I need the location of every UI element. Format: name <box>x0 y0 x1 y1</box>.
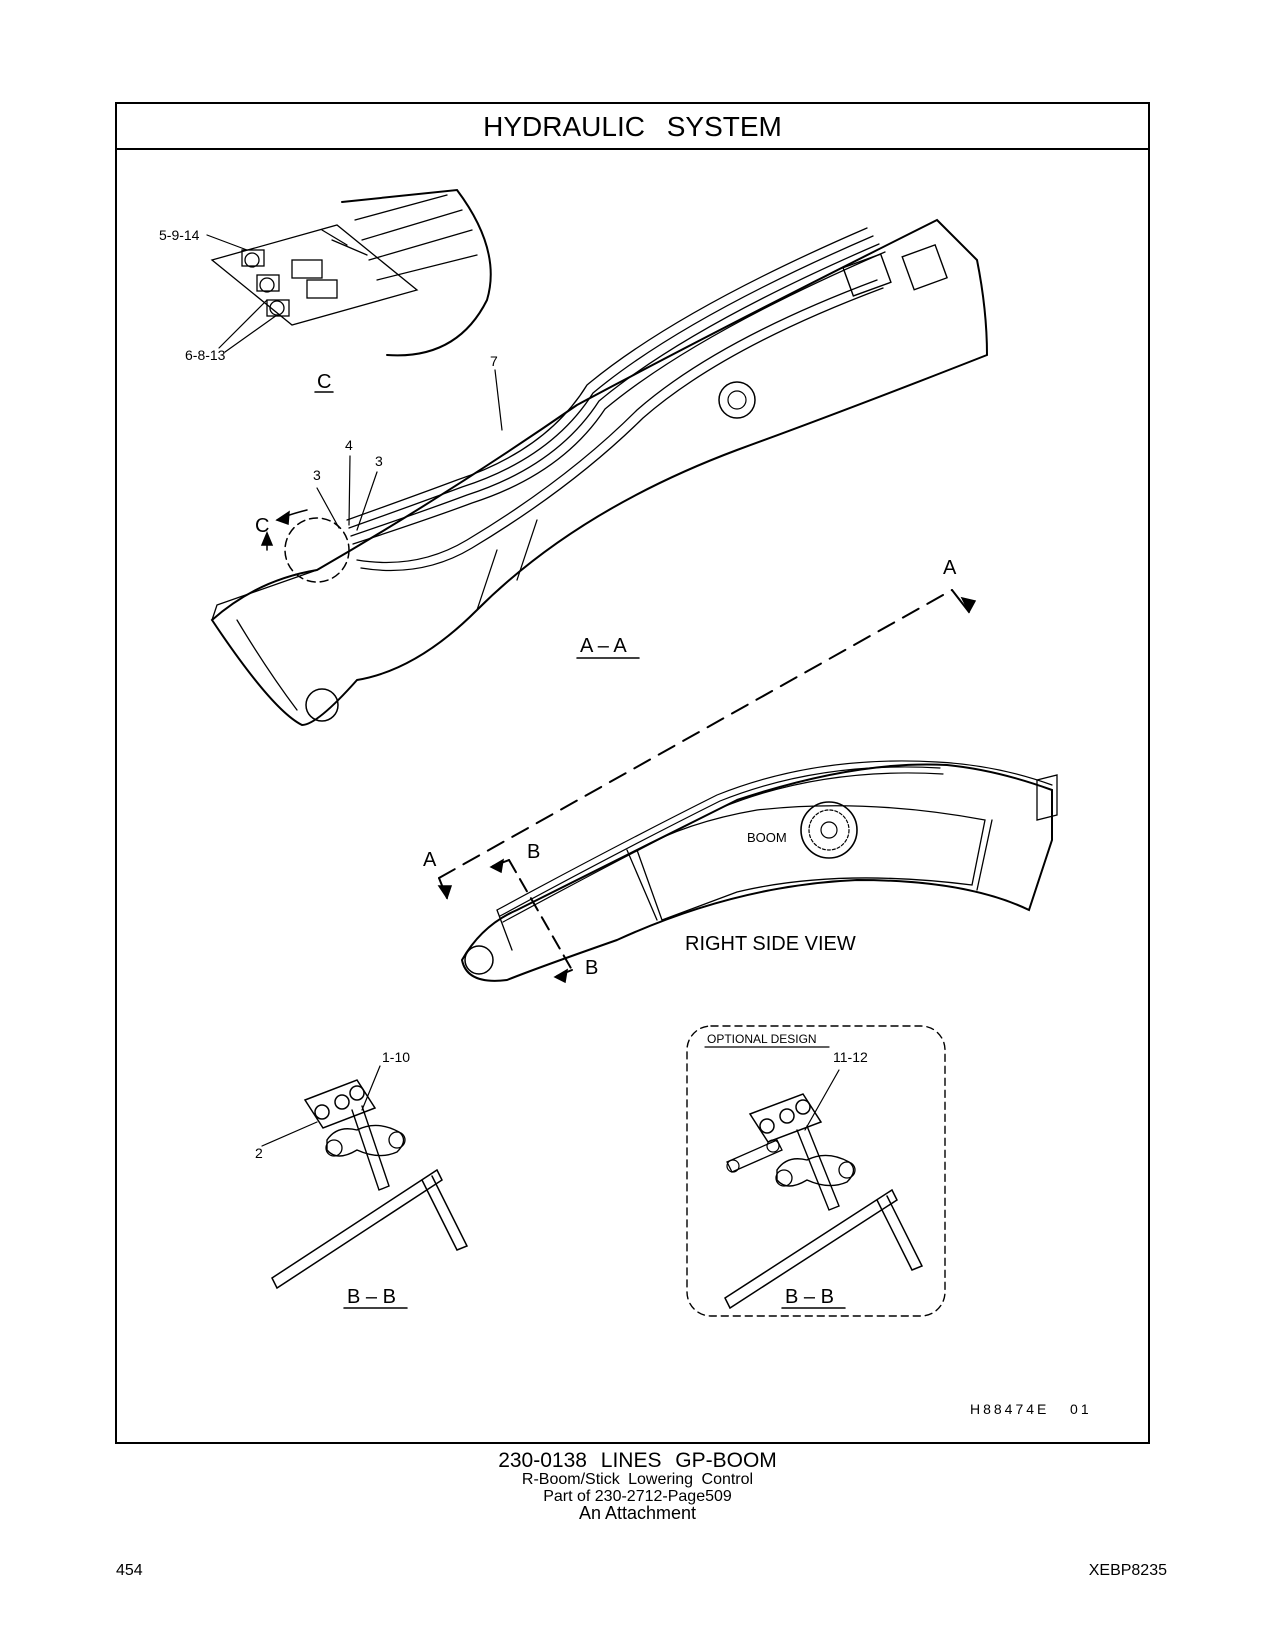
callout-5-9-14: 5-9-14 <box>159 227 200 243</box>
document-id: XEBP8235 <box>1088 1562 1167 1579</box>
detail-c-view: 5-9-14 6-8-13 C <box>159 188 492 393</box>
arrow-b-bottom: B <box>585 957 598 979</box>
optional-design-label: OPTIONAL DESIGN <box>707 1032 817 1046</box>
caption-part-of: Part of 230-2712-Page509 <box>543 1488 732 1505</box>
drawing-number: H88474E 01 <box>970 1401 1092 1417</box>
callout-3b: 3 <box>375 453 383 469</box>
arrow-a-top: A <box>943 557 957 579</box>
drawing-frame: HYDRAULIC SYSTEM 5-9-14 6 <box>115 102 1150 1444</box>
callout-2: 2 <box>255 1145 263 1161</box>
arrow-b-top: B <box>527 841 540 863</box>
caption-description: R-Boom/Stick Lowering Control <box>521 1471 754 1488</box>
boom-top-view: C 7 4 3 3 A – A <box>210 218 989 727</box>
callout-7: 7 <box>490 353 498 369</box>
boom-label: BOOM <box>747 830 787 845</box>
section-b-b-left: 1-10 2 B – B <box>255 1049 469 1309</box>
callout-6-8-13: 6-8-13 <box>185 347 226 363</box>
optional-design-box: OPTIONAL DESIGN 11-12 B – B <box>686 1025 946 1317</box>
boom-side-view: BOOM RIGHT SIDE VIEW B B <box>460 760 1058 984</box>
callout-3a: 3 <box>313 467 321 483</box>
page-title: HYDRAULIC SYSTEM <box>117 104 1148 150</box>
detail-c-title: C <box>317 371 331 393</box>
caption-part-number: 230-0138 LINES GP-BOOM <box>498 1449 777 1472</box>
arrow-a-bottom: A <box>423 849 437 871</box>
caption-attachment: An Attachment <box>578 1503 697 1523</box>
section-b-b-left-label: B – B <box>347 1286 396 1308</box>
section-a-a-label: A – A <box>580 635 627 657</box>
right-side-view-label: RIGHT SIDE VIEW <box>685 933 856 955</box>
callout-4: 4 <box>345 437 353 453</box>
page-number: 454 <box>116 1562 143 1579</box>
callout-1-10: 1-10 <box>382 1049 410 1065</box>
section-b-b-right-label: B – B <box>785 1286 834 1308</box>
callout-11-12: 11-12 <box>833 1049 868 1065</box>
detail-c-marker: C <box>255 515 269 537</box>
section-line-a: A A <box>423 557 977 900</box>
hydraulic-diagram: 5-9-14 6-8-13 C <box>159 188 1092 1417</box>
